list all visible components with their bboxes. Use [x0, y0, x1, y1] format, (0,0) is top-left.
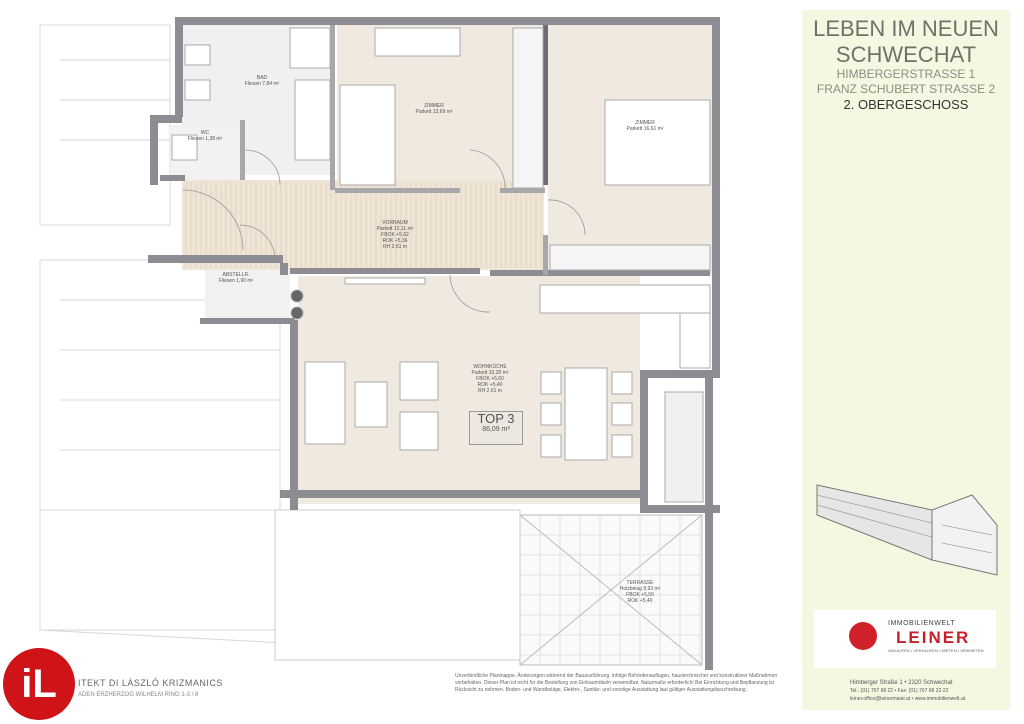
unit-badge: TOP 3 86,09 m²	[469, 411, 523, 445]
terrace	[274, 509, 703, 666]
bed	[339, 84, 396, 186]
door-swings	[182, 149, 586, 313]
room-rok: ROK +5,40	[477, 382, 503, 388]
agency-phone: Tel.: (01) 707 68 22 • Fax: (01) 707 68 …	[850, 688, 949, 694]
bathtub	[294, 79, 331, 161]
unit-name: TOP 3	[477, 411, 515, 426]
agency-brand-top: IMMOBILIENWELT	[888, 620, 956, 627]
wardrobe	[512, 27, 544, 189]
address-line2: FRANZ SCHUBERT STRASSE 2	[816, 82, 996, 96]
dining-table	[564, 367, 608, 461]
room-label-bad: BAD Fliesen 7,84 m²	[245, 75, 279, 87]
walls	[148, 17, 720, 670]
room-rok: ROK +5,36	[382, 238, 408, 244]
room-name: WC	[200, 130, 210, 136]
room-name: VORRAUM	[382, 220, 408, 226]
room-area: Fliesen 7,84 m²	[244, 81, 280, 87]
floor-label: 2. OBERGESCHOSS	[843, 97, 969, 112]
room-area: Fliesen 1,90 m²	[218, 278, 254, 284]
room-label-terrasse: TERRASSE Holzbelag 8,93 m² FBOK +5,50 RO…	[620, 580, 661, 604]
agency-email: leiner.office@leinermaier.at • www.immob…	[850, 696, 966, 702]
furniture	[171, 27, 711, 503]
agency-brand-name: LEINER	[896, 628, 971, 647]
kitchen-counter	[539, 284, 711, 314]
agency-badge-icon	[849, 622, 877, 650]
room-name: BAD	[256, 75, 268, 81]
room-label-zimmer-2: ZIMMER Parkett 16,61 m²	[627, 120, 664, 132]
room-name: TERRASSE	[626, 580, 654, 586]
room-label-zimmer-1: ZIMMER Parkett 13,69 m²	[416, 103, 453, 115]
room-label-vorraum: VORRAUM Parkett 12,11 m² FBOK +5,62 ROK …	[377, 220, 414, 250]
room-area: Fliesen 1,38 m²	[187, 136, 223, 142]
room-area: Parkett 12,11 m²	[376, 226, 414, 232]
room-area: Holzbelag 8,93 m²	[619, 586, 661, 592]
room-area: Parkett 16,61 m²	[626, 126, 664, 132]
agency-brand-sub: ANKAUFEN • VERKAUFEN • MIETEN • VERMIETE…	[888, 648, 984, 653]
room-height: RH 2,61 m	[478, 388, 502, 394]
info-panel: LEBEN IM NEUEN SCHWECHAT HIMBERGERSTRASS…	[802, 10, 1010, 710]
room-name: ZIMMER	[424, 103, 444, 109]
architect-logo: iL	[3, 648, 75, 720]
room-area: Parkett 13,69 m²	[415, 109, 453, 115]
building-rendering	[816, 484, 998, 576]
architect-name: ITEKT DI LÁSZLÓ KRIZMANICS	[78, 678, 223, 688]
architect-logo-text: iL	[21, 661, 57, 706]
room-fbok: FBOK +5,60	[476, 376, 504, 382]
room-fbok: FBOK +5,50	[626, 592, 654, 598]
disclaimer-text: Unverbindliche Planmappe. Änderungen wäh…	[455, 673, 778, 693]
project-title-line1: LEBEN IM NEUEN	[813, 16, 999, 41]
double-bed	[604, 99, 711, 186]
shower	[289, 27, 331, 69]
room-name: ABSTELLR.	[222, 272, 250, 278]
room-area: Parkett 33,20 m²	[471, 370, 509, 376]
project-title-line2: SCHWECHAT	[835, 42, 977, 67]
room-label-wohnkueche: WOHNKÜCHE Parkett 33,20 m² FBOK +5,60 RO…	[472, 364, 509, 394]
room-height: RH 2,61 m	[383, 244, 407, 250]
room-name: WOHNKÜCHE	[473, 364, 507, 370]
sofa	[304, 361, 346, 445]
parquet-hatch	[185, 182, 542, 268]
room-rok: ROK +5,40	[627, 598, 653, 604]
address-line1: HIMBERGERSTRASSE 1	[836, 67, 976, 81]
unit-area: 86,09 m²	[482, 426, 510, 433]
room-label-wc: WC Fliesen 1,38 m²	[188, 130, 222, 142]
floor-plan	[39, 17, 720, 670]
room-fbok: FBOK +5,62	[381, 232, 409, 238]
room-name: ZIMMER	[635, 120, 655, 126]
architect-address: ADEN ERZHERZOG WILHELM RING 1-3 / 8	[78, 692, 199, 698]
room-label-abstellraum: ABSTELLR. Fliesen 1,90 m²	[219, 272, 253, 284]
agency-logo: IMMOBILIENWELT LEINER ANKAUFEN • VERKAUF…	[814, 610, 996, 668]
agency-address: Himberger Straße 1 • 2320 Schwechat	[850, 680, 953, 686]
